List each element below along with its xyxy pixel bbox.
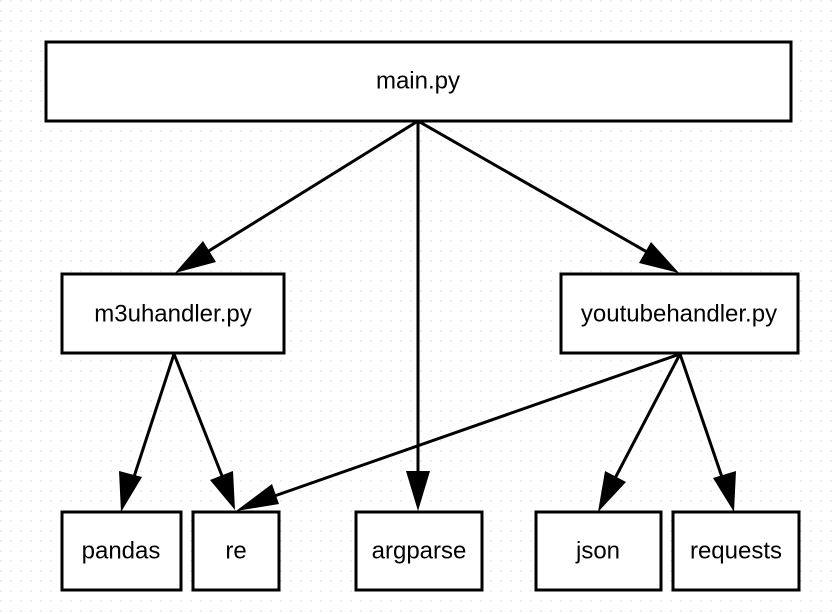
- node-m3uhandler-label: m3uhandler.py: [94, 300, 251, 327]
- node-requests-label: requests: [690, 537, 782, 564]
- node-re: re: [191, 510, 281, 592]
- edge-m3uhandler-to-re: [172, 353, 235, 510]
- node-requests: requests: [671, 510, 801, 592]
- node-argparse-label: argparse: [372, 537, 467, 564]
- edge-youtubehandler-to-json: [598, 353, 682, 512]
- node-youtubehandler: youtubehandler.py: [559, 272, 800, 355]
- node-m3uhandler: m3uhandler.py: [60, 272, 286, 355]
- edges: [119, 119, 736, 512]
- node-re-label: re: [225, 537, 246, 564]
- edge-m3uhandler-to-pandas: [119, 353, 176, 512]
- node-main: main.py: [44, 40, 793, 123]
- node-json-label: json: [575, 537, 620, 564]
- node-main-label: main.py: [376, 67, 460, 94]
- node-json: json: [534, 510, 663, 592]
- edge-youtubehandler-to-requests: [678, 353, 736, 512]
- node-pandas-label: pandas: [82, 537, 161, 564]
- node-pandas: pandas: [60, 510, 183, 592]
- edge-main-to-youtubehandler: [417, 119, 679, 273]
- node-argparse: argparse: [354, 510, 484, 592]
- node-youtubehandler-label: youtubehandler.py: [581, 300, 777, 327]
- edge-youtubehandler-to-re: [236, 352, 681, 511]
- edge-main-to-argparse: [406, 121, 430, 511]
- edge-main-to-m3uhandler: [175, 119, 419, 273]
